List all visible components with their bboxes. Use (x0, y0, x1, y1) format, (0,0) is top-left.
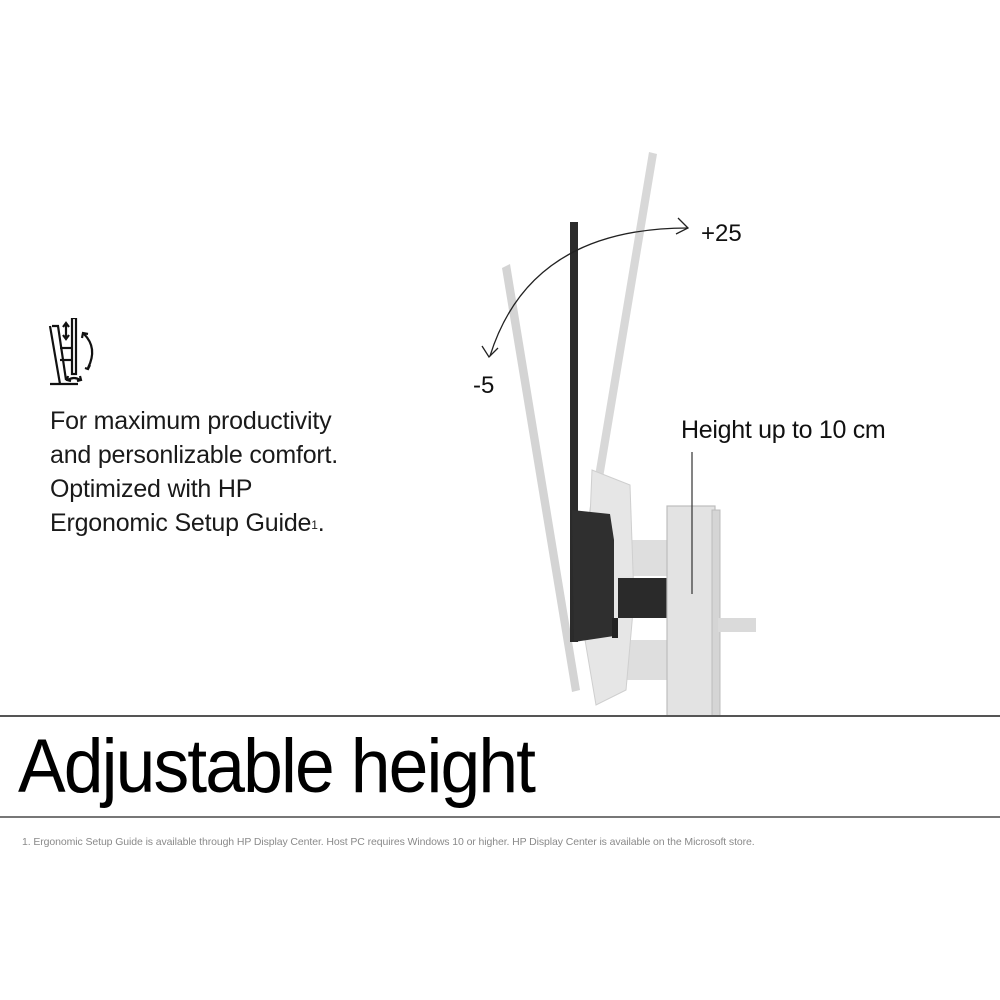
ergonomic-adjust-icon (48, 318, 94, 386)
stand-foot-tab (718, 618, 756, 632)
description-line-4: Ergonomic Setup Guide (50, 509, 312, 537)
hinge-arm-dark (618, 578, 668, 618)
monitor-ghost-forward (588, 152, 657, 520)
monitor-back-dark (572, 510, 614, 642)
description-line-3: Optimized with HP (50, 475, 253, 503)
tilt-arc (489, 227, 689, 357)
divider-bottom (0, 816, 1000, 818)
feature-description: For maximum productivity and personlizab… (50, 404, 338, 540)
description-line-2: and personlizable comfort. (50, 441, 339, 469)
monitor-tilt-height-illustration (481, 152, 756, 717)
description-period: . (317, 509, 325, 537)
monitor-ghost-back (502, 264, 580, 692)
monitor-panel-dark (570, 222, 578, 642)
divider-top (0, 715, 1000, 717)
footnote: 1. Ergonomic Setup Guide is available th… (22, 836, 755, 848)
page-headline: Adjustable height (18, 724, 536, 809)
stand-column (666, 505, 716, 717)
footnote-marker: 1 (311, 518, 318, 532)
tilt-back-label: -5 (473, 372, 495, 399)
tilt-forward-label: +25 (701, 220, 742, 247)
arrow-right-icon (675, 217, 690, 235)
height-range-label: Height up to 10 cm (681, 416, 886, 444)
arrow-down-left-icon (481, 345, 499, 359)
description-line-1: For maximum productivity (50, 407, 332, 435)
